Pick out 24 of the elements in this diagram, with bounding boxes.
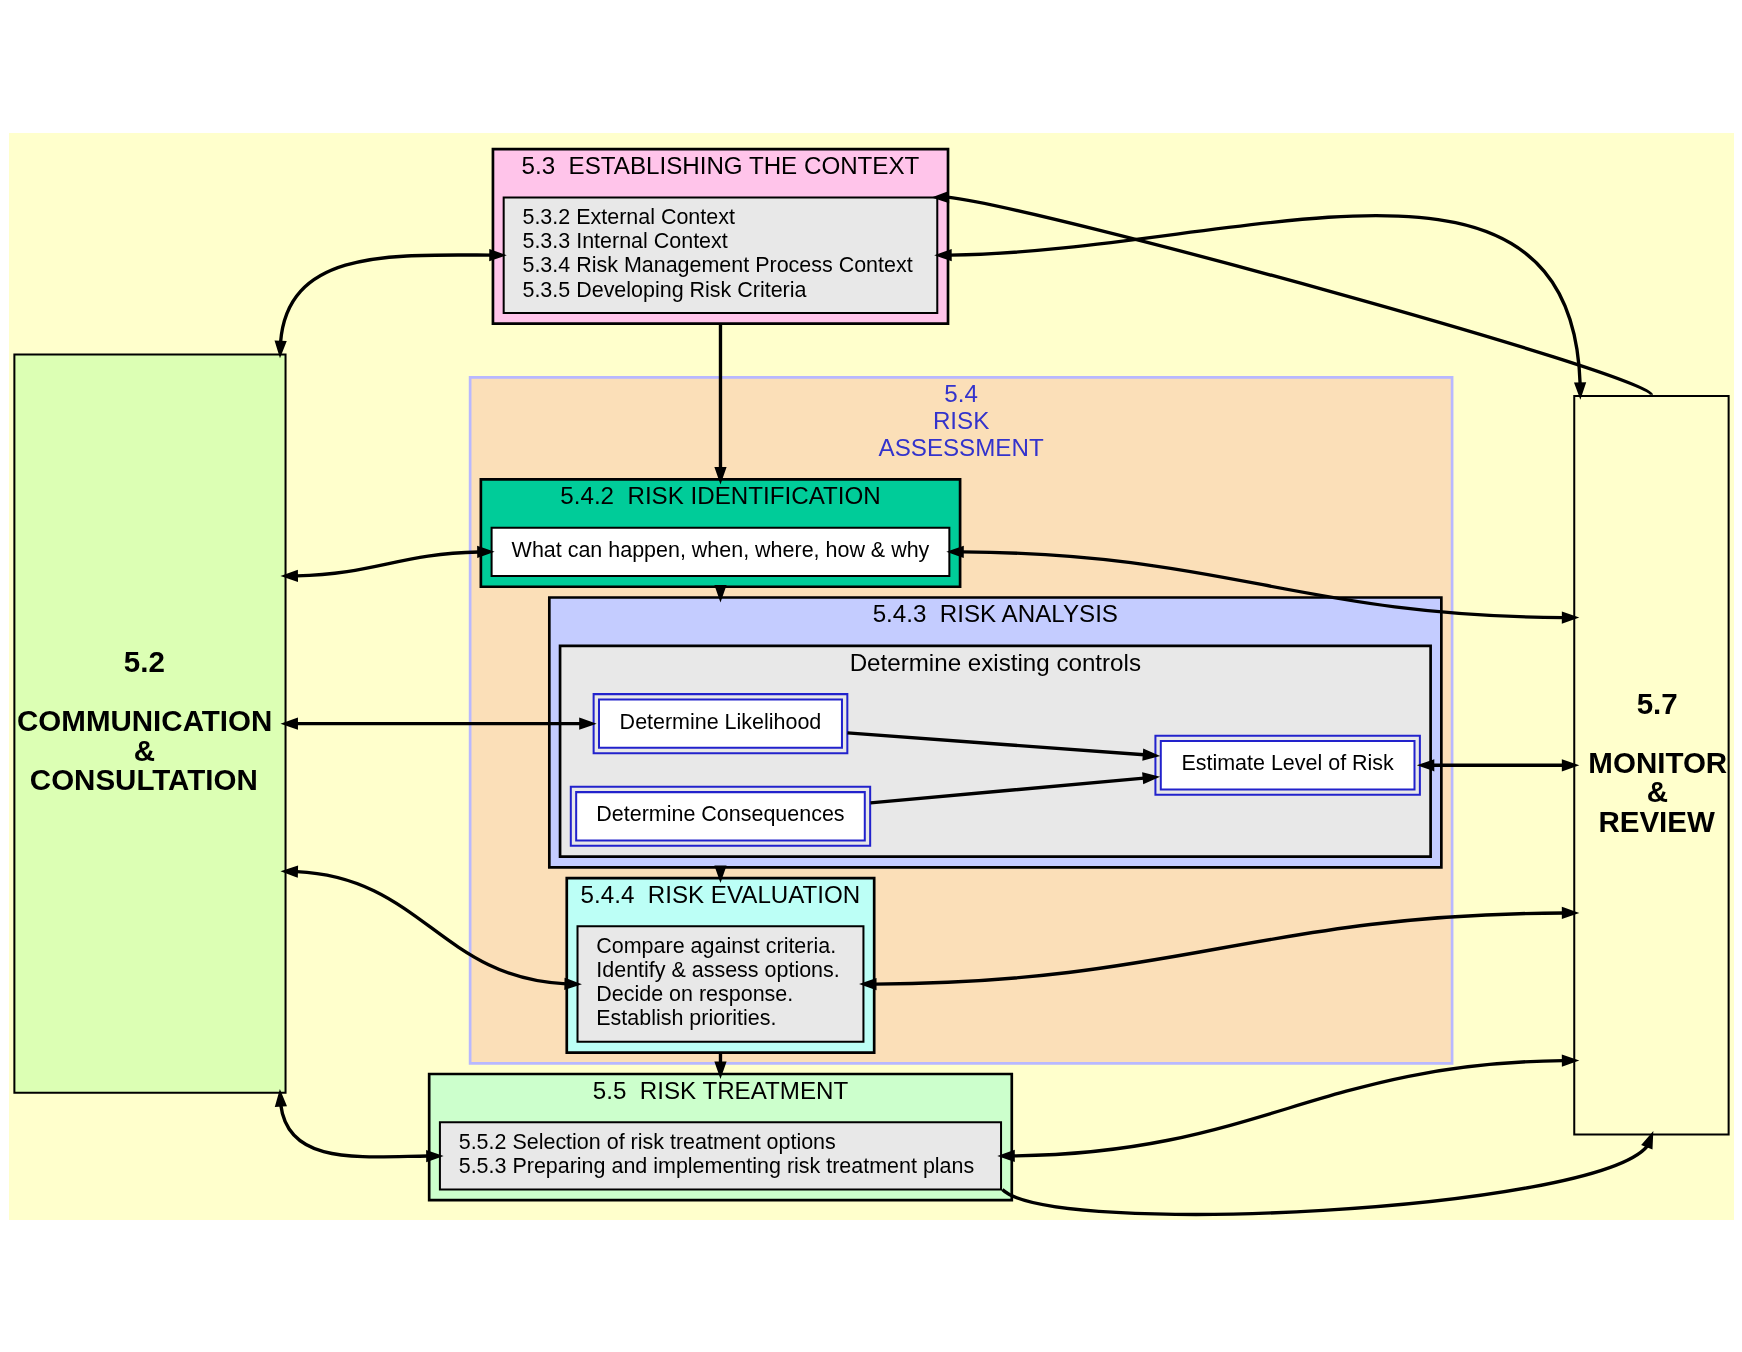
- node-box: Estimate Level of Risk: [1153, 734, 1421, 796]
- arrow: [274, 248, 507, 358]
- arrow: [858, 906, 1579, 990]
- arrow: [279, 717, 597, 730]
- node-box: Determine Likelihood: [592, 692, 848, 754]
- arrow: [996, 1054, 1579, 1162]
- arrow: [869, 771, 1160, 805]
- arrow: [1001, 1130, 1653, 1216]
- node-box: Determine Consequences: [569, 785, 871, 847]
- node-box: 5.7 MONITOR & REVIEW: [1572, 394, 1730, 1135]
- arrow: [279, 865, 582, 990]
- node-box: Compare against criteria. Identify & assess options. Decide on response. Establish priorities.: [576, 924, 864, 1043]
- arrow: [933, 213, 1586, 400]
- arrow: [945, 545, 1579, 624]
- node-box: 5.5.2 Selection of risk treatment options 5.5.3 Preparing and implementing risk treatment plans: [438, 1120, 1002, 1190]
- arrow: [846, 730, 1160, 761]
- arrow: [279, 545, 495, 582]
- arrow: [1416, 758, 1579, 771]
- node-box: What can happen, when, where, how & why: [490, 526, 950, 577]
- arrow: [713, 323, 727, 484]
- node-box: 5.3.2 External Context 5.3.3 Internal Context 5.3.4 Risk Management Process Context 5.3.5 Developing Risk Criteria: [502, 195, 938, 314]
- arrow: [931, 190, 1652, 396]
- node-box: 5.2 COMMUNICATION & CONSULTATION: [12, 353, 287, 1094]
- arrow: [274, 1088, 444, 1162]
